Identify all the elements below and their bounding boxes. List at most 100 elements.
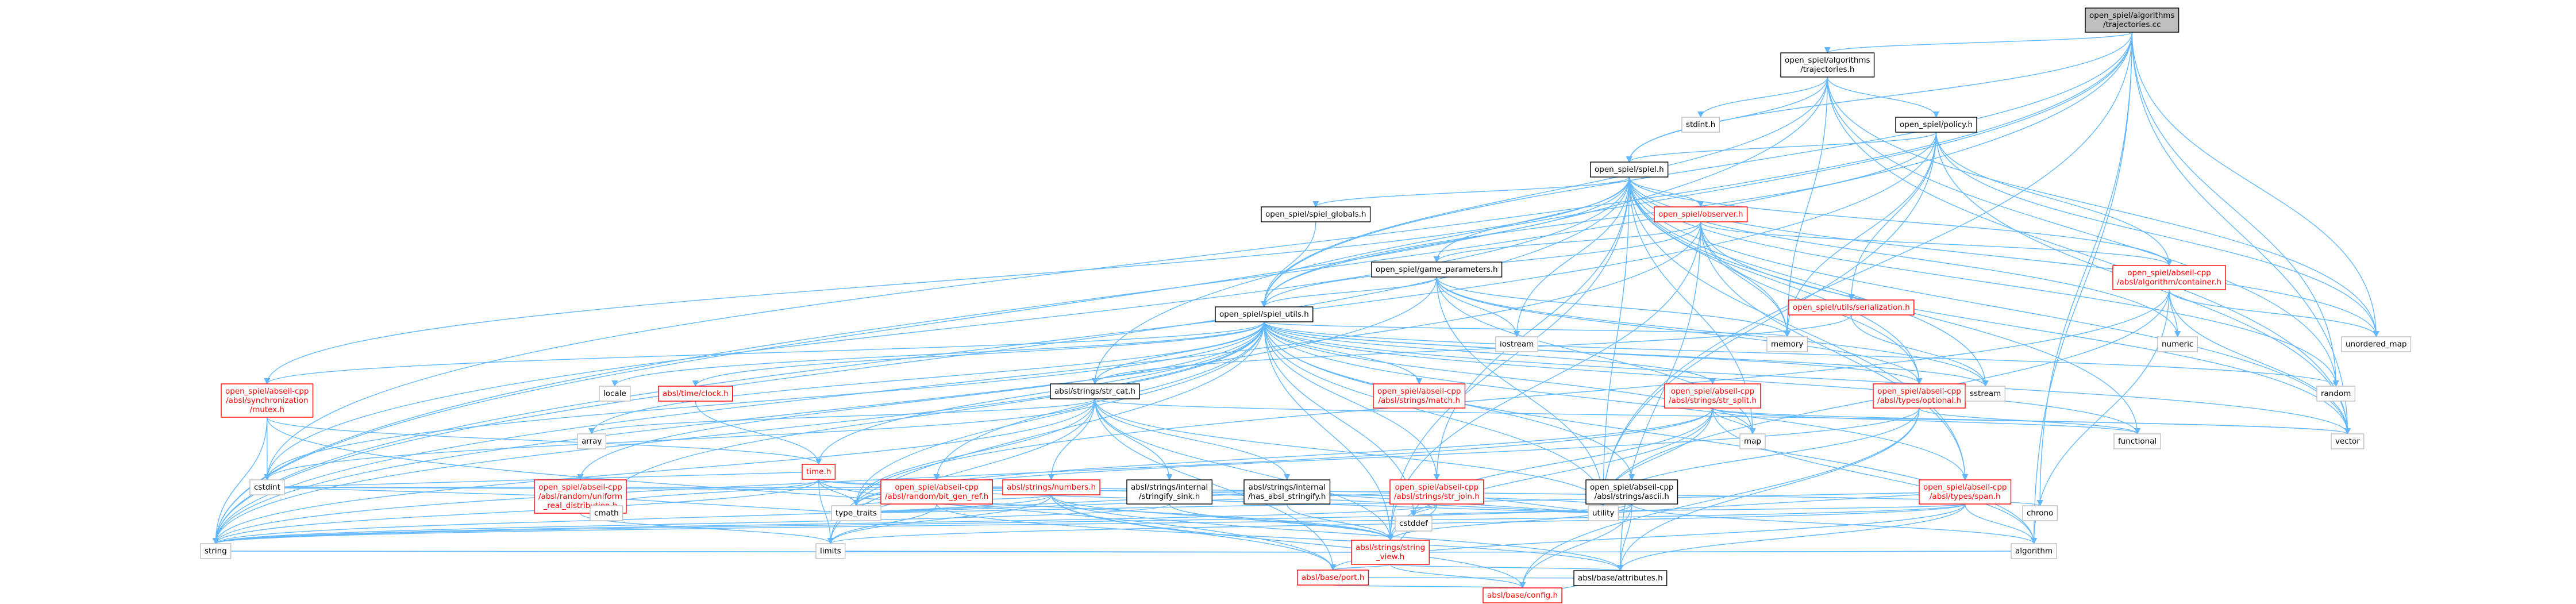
node-sstream[interactable]: sstream	[1965, 386, 2006, 402]
edge-spiel_utils-to-sstream	[1264, 321, 1989, 387]
node-cmath[interactable]: cmath	[590, 505, 623, 521]
node-sync-mutex[interactable]: open_spiel/abseil-cpp/absl/synchronizati…	[221, 383, 314, 418]
node-unordered-map[interactable]: unordered_map	[2341, 336, 2412, 352]
node-container[interactable]: open_spiel/abseil-cpp/absl/algorithm/con…	[2112, 265, 2226, 290]
node-policy-h[interactable]: open_spiel/policy.h	[1895, 117, 1977, 133]
edge-traj_h-to-stdint_h	[1697, 76, 1828, 118]
node-port[interactable]: absl/base/port.h	[1297, 570, 1369, 586]
node-bit-gen-ref[interactable]: open_spiel/abseil-cpp/absl/random/bit_ge…	[880, 479, 994, 505]
node-memory[interactable]: memory	[1766, 336, 1808, 352]
edge-observer-to-string	[212, 221, 1701, 545]
node-box	[2316, 386, 2356, 402]
node-numeric[interactable]: numeric	[2157, 336, 2198, 352]
node-label: open_spiel/observer.h	[1658, 210, 1743, 219]
node-traj-h[interactable]: open_spiel/algorithms/trajectories.h	[1780, 52, 1875, 78]
node-label: random	[2321, 389, 2351, 398]
node-box	[221, 383, 314, 418]
node-box	[1739, 433, 1766, 449]
edge-spiel_h-to-sstream	[1628, 176, 1989, 387]
node-box	[1590, 161, 1669, 178]
edge-uniform_real-to-cstdint	[266, 484, 581, 497]
node-label: open_spiel/spiel_globals.h	[1265, 210, 1366, 219]
node-label: type_traits	[835, 509, 877, 518]
node-clock[interactable]: absl/time/clock.h	[658, 386, 733, 402]
node-label: locale	[603, 389, 626, 398]
node-label: map	[1744, 437, 1761, 446]
edge-str_cat-to-string_view	[1094, 398, 1394, 541]
node-cstdint[interactable]: cstdint	[249, 479, 285, 495]
node-root[interactable]: open_spiel/algorithms/trajectories.cc	[2085, 7, 2180, 33]
edge-str_cat-to-array	[588, 398, 1096, 435]
node-vector[interactable]: vector	[2331, 433, 2365, 449]
edge-observer-to-vector	[1700, 221, 2351, 435]
node-map[interactable]: map	[1739, 433, 1766, 449]
node-config[interactable]: absl/base/config.h	[1483, 587, 1562, 603]
node-label: /absl/strings/match.h	[1378, 396, 1460, 405]
node-label: open_spiel/abseil-cpp	[225, 387, 309, 396]
node-functional[interactable]: functional	[2113, 433, 2161, 449]
node-iostream[interactable]: iostream	[1495, 336, 1539, 352]
edge-string_view-to-limits	[830, 548, 1391, 555]
node-locale[interactable]: locale	[599, 386, 631, 402]
edge-has_absl_stringify-to-string_view	[1287, 503, 1394, 541]
node-game-params[interactable]: open_spiel/game_parameters.h	[1371, 261, 1503, 278]
node-chrono[interactable]: chrono	[2022, 505, 2058, 521]
node-attributes[interactable]: absl/base/attributes.h	[1573, 570, 1668, 586]
node-label: absl/strings/internal	[1249, 483, 1326, 492]
node-cstddef[interactable]: cstddef	[1395, 515, 1433, 532]
node-str-cat[interactable]: absl/strings/str_cat.h	[1050, 383, 1140, 399]
node-label: iostream	[1500, 340, 1534, 349]
node-algorithm[interactable]: algorithm	[2011, 543, 2057, 559]
edge-string_view-to-port	[1330, 564, 1391, 571]
node-label: memory	[1771, 340, 1803, 349]
edge-container-to-vector	[2169, 289, 2351, 435]
edge-spiel_h-to-cstdint	[264, 176, 1630, 481]
node-has-absl-stringify[interactable]: absl/strings/internal/has_absl_stringify…	[1243, 479, 1331, 505]
node-string[interactable]: string	[200, 543, 232, 559]
node-label: absl/base/config.h	[1487, 591, 1558, 600]
edge-spiel_utils-to-random	[1264, 321, 2339, 387]
node-spiel-globals[interactable]: open_spiel/spiel_globals.h	[1261, 206, 1371, 222]
node-label: open_spiel/abseil-cpp	[538, 483, 622, 492]
node-stdint-h[interactable]: stdint.h	[1681, 117, 1720, 133]
node-observer[interactable]: open_spiel/observer.h	[1654, 206, 1748, 222]
node-str-split[interactable]: open_spiel/abseil-cpp/absl/strings/str_s…	[1664, 383, 1761, 409]
edge-str_split-to-map	[1712, 407, 1756, 435]
node-string-view[interactable]: absl/strings/string_view.h	[1351, 540, 1430, 565]
node-match[interactable]: open_spiel/abseil-cpp/absl/strings/match…	[1373, 383, 1466, 409]
node-label: open_spiel/abseil-cpp	[1923, 483, 2007, 492]
node-label: /trajectories.h	[1800, 65, 1854, 74]
node-box	[1050, 383, 1140, 399]
node-time-h[interactable]: time.h	[802, 464, 836, 480]
node-numbers[interactable]: absl/strings/numbers.h	[1002, 479, 1100, 495]
edge-spiel_h-to-spiel_globals	[1312, 176, 1630, 208]
node-box	[1002, 479, 1100, 495]
edge-spiel_h-to-observer	[1628, 176, 1704, 208]
edge-has_absl_stringify-to-type_traits	[855, 491, 1287, 517]
edge-time_h-to-string_view	[818, 479, 1394, 541]
node-limits[interactable]: limits	[815, 543, 846, 559]
edge-ascii-to-attributes	[1617, 503, 1632, 572]
node-serialization[interactable]: open_spiel/utils/serialization.h	[1788, 299, 1915, 316]
edge-stringify_sink-to-string	[213, 503, 1170, 545]
node-label: open_spiel/spiel_utils.h	[1219, 310, 1309, 319]
node-str-join[interactable]: open_spiel/abseil-cpp/absl/strings/str_j…	[1389, 479, 1484, 505]
node-stringify-sink[interactable]: absl/strings/internal/stringify_sink.h	[1126, 479, 1213, 505]
node-spiel-h[interactable]: open_spiel/spiel.h	[1590, 161, 1669, 178]
node-label: open_spiel/abseil-cpp	[1590, 483, 1674, 492]
node-layer: open_spiel/algorithms/trajectories.ccope…	[200, 7, 2412, 603]
node-span[interactable]: open_spiel/abseil-cpp/absl/types/span.h	[1919, 479, 2012, 505]
edge-spiel_utils-to-locale	[611, 321, 1265, 387]
node-type-traits[interactable]: type_traits	[831, 505, 881, 521]
node-optional[interactable]: open_spiel/abseil-cpp/absl/types/optiona…	[1873, 383, 1966, 409]
node-label: /absl/strings/str_join.h	[1394, 492, 1480, 501]
node-utility[interactable]: utility	[1588, 505, 1619, 521]
node-array[interactable]: array	[577, 433, 607, 449]
edge-span-to-attributes	[1617, 503, 1966, 572]
node-spiel-utils[interactable]: open_spiel/spiel_utils.h	[1215, 306, 1314, 322]
edge-spiel_utils-to-cmath	[603, 321, 1265, 507]
node-ascii[interactable]: open_spiel/abseil-cpp/absl/strings/ascii…	[1585, 479, 1678, 505]
node-label: _view.h	[1376, 552, 1404, 561]
edge-spiel_h-to-container	[1628, 176, 2173, 267]
node-random[interactable]: random	[2316, 386, 2356, 402]
